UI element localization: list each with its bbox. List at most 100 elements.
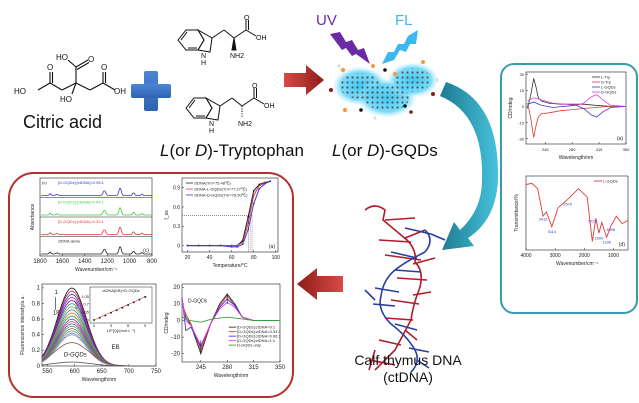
y-tick-label: -20 <box>171 352 180 358</box>
x-tick-label: 1000 <box>123 259 137 265</box>
peak-annotation: 2570 <box>563 202 573 207</box>
y-axis-label: CD/mdeg <box>164 312 170 333</box>
data-point <box>252 189 255 192</box>
inset-data-point <box>104 314 107 317</box>
d-tryptophan-structure: O OH NH2 N H <box>185 83 275 135</box>
y-axis-label: f_ss <box>164 210 170 220</box>
x-tick-label: 245 <box>196 365 207 371</box>
legend-label: [D-GQDs]:ctDNA=0:1 <box>237 325 276 330</box>
peak-annotation: 1500 <box>594 235 604 240</box>
inset-y-tick: 0.7 <box>83 302 89 307</box>
dna-label: Calf thymus DNA (ctDNA) <box>338 352 478 386</box>
x-tick-label: 60 <box>229 255 235 261</box>
annotation-eb: EB <box>111 345 119 351</box>
series-line-d-gqds-only <box>181 316 280 323</box>
series-line-l-gqds <box>525 182 629 242</box>
x-axis-label: Temperature/°C <box>212 263 247 269</box>
data-point <box>258 188 261 190</box>
panel-tag: (d) <box>619 242 625 248</box>
dtrp-o: O <box>252 83 258 90</box>
series-line-l-trp <box>527 78 626 109</box>
tryptophan-d: D <box>194 141 208 160</box>
citric-o-left: O <box>47 63 53 72</box>
l-tryptophan-structure: O OH NH2 N H <box>177 15 267 67</box>
y-tick-label: 30 <box>520 72 525 77</box>
dtrp-oh: OH <box>264 103 275 110</box>
y-axis-label: Absorbance <box>30 203 36 230</box>
inset-y-label: F₀/F <box>74 301 79 309</box>
data-point <box>236 245 239 248</box>
x-tick-label: 1200 <box>101 259 115 265</box>
inset-data-point <box>110 311 112 314</box>
absorbance-series <box>41 207 152 216</box>
x-tick-label: 4000 <box>520 253 531 259</box>
plus-icon <box>131 71 171 111</box>
data-point <box>241 241 244 244</box>
legend-label: D-GQDs only <box>237 343 261 348</box>
gqd-nanoparticle-illustration <box>329 60 439 120</box>
x-tick-label: 280 <box>222 365 233 371</box>
panel-tag: (c) <box>143 248 149 254</box>
inset-y-tick: 1.05 <box>81 294 90 299</box>
citric-ho-bottom: HO <box>60 95 72 104</box>
data-point <box>258 184 261 187</box>
x-tick-label: 650 <box>97 369 108 375</box>
data-point <box>186 244 189 247</box>
x-tick-label: 40 <box>207 255 213 261</box>
curved-arrow-icon <box>440 82 499 250</box>
legend-label: [D-GQDs]:ctDNA=1:1 <box>237 338 276 343</box>
series-label: [D-GQDs]:[ctDNA]=0.64:1 <box>58 200 105 205</box>
x-tick-label: 800 <box>147 259 158 265</box>
x-tick-label: 600 <box>70 369 81 375</box>
legend-label: L-GQDs <box>603 179 618 184</box>
data-point <box>258 183 261 186</box>
inset-x-tick: 9 <box>144 323 147 328</box>
legend-label: D-GQDs <box>601 90 616 95</box>
x-tick-label: 280 <box>569 147 576 152</box>
inset-data-point <box>144 296 146 298</box>
annotation-1: 1 <box>54 290 58 296</box>
tryptophan-or: (or <box>169 141 195 160</box>
citric-acid-label: Citric acid <box>23 112 103 132</box>
x-axis-label: Wavenumber/cm⁻¹ <box>556 261 598 267</box>
x-tick-label: 245 <box>542 147 549 152</box>
y-tick-label: 0 <box>177 318 181 324</box>
inset-data-point <box>93 319 95 321</box>
y-tick-label: -10 <box>171 335 180 341</box>
annotation-18: 18 <box>53 310 60 316</box>
y-tick-label: 0.8 <box>32 301 41 307</box>
ltrp-h: H <box>201 60 206 67</box>
dna-helix-illustration <box>364 205 446 373</box>
legend-label: ctDNA-D-GQDs(Tm=78.50℃) <box>194 193 248 198</box>
citric-oh-right: OH <box>114 87 126 96</box>
peak-annotation: 1236 <box>602 240 612 245</box>
plot-frame <box>525 71 627 145</box>
y-tick-label: 0 <box>177 243 180 249</box>
inset-data-point <box>121 306 124 309</box>
inset-x-label: 10⁵[Q]/(mol·L⁻¹) <box>107 328 136 333</box>
arrow-right-icon <box>284 65 324 95</box>
y-tick-label: 0 <box>522 104 525 109</box>
uv-label: UV <box>316 12 337 29</box>
y-tick-label: 0.2 <box>32 348 41 354</box>
x-tick-label: 750 <box>151 369 162 375</box>
absorbance-series <box>41 246 152 255</box>
data-point <box>252 194 255 197</box>
ltrp-o: O <box>244 15 250 22</box>
legend-label: L-GQDs <box>601 85 616 90</box>
citric-acid-structure: HO O O HO O OH HO <box>14 53 126 104</box>
x-tick-label: 1600 <box>56 259 70 265</box>
series-line--d-gqds-ctdna-1-1 <box>181 300 280 347</box>
y-tick-label: 0.6 <box>173 205 180 211</box>
legend-label: D-Trp <box>601 80 612 85</box>
y-tick-label: 10 <box>173 302 180 308</box>
data-point <box>230 244 233 247</box>
tryptophan-label: L(or D)-Tryptophan <box>160 141 304 161</box>
data-point <box>230 245 233 248</box>
ltrp-nh2: NH2 <box>230 53 244 60</box>
plot-frame <box>525 175 629 251</box>
ltrp-oh: OH <box>256 35 267 42</box>
peak-annotation: 1725 <box>588 219 598 224</box>
gqds-d: D <box>366 141 380 160</box>
